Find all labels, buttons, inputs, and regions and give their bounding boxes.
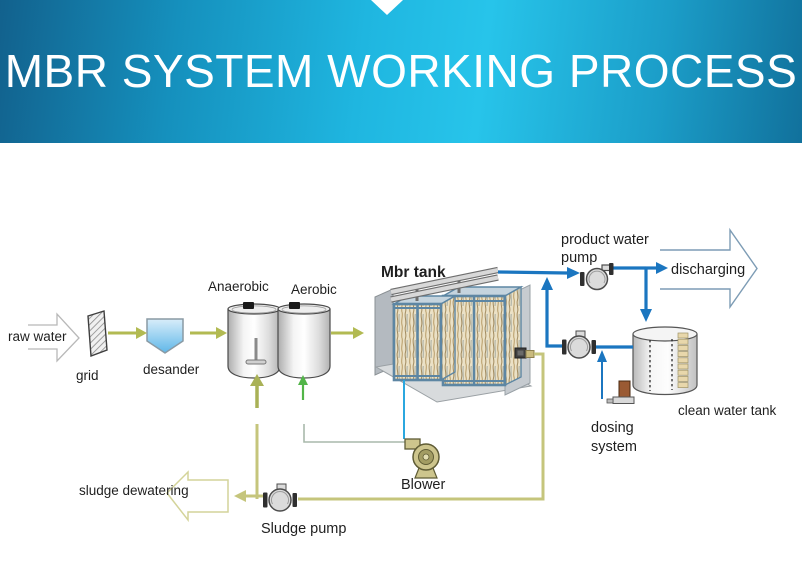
sludge-dewatering-arrow xyxy=(166,470,229,523)
label-desander: desander xyxy=(143,362,200,377)
tank-level-ladder xyxy=(677,332,689,388)
aerobic-tank xyxy=(277,302,331,379)
tank-cap xyxy=(289,302,300,309)
label-clean-water-tank: clean water tank xyxy=(678,403,777,418)
label-aerobic: Aerobic xyxy=(291,282,337,297)
membrane-cassette-1 xyxy=(391,294,458,382)
label-product-water-pump-2: pump xyxy=(561,250,597,266)
desander-funnel xyxy=(146,318,184,354)
label-anaerobic: Anaerobic xyxy=(208,279,269,294)
influent-flow-lines xyxy=(108,327,364,339)
label-product-water-pump-1: product water xyxy=(561,232,649,248)
sludge-lines xyxy=(234,352,545,502)
discharging-arrow xyxy=(660,227,758,310)
blower-icon xyxy=(404,438,440,479)
mbr-left-wall xyxy=(374,288,394,376)
label-discharging: discharging xyxy=(671,262,745,278)
title-banner: MBR SYSTEM WORKING PROCESS xyxy=(0,0,802,143)
tank-cap xyxy=(243,302,254,309)
banner-pointer-triangle-icon xyxy=(371,0,403,15)
sludge-pump-icon xyxy=(262,483,298,512)
aeration-rail xyxy=(390,266,499,303)
air-arrow-aerobic xyxy=(298,375,308,400)
mixer-paddle xyxy=(245,359,267,365)
product-water-lines xyxy=(497,262,668,399)
label-dosing-2: system xyxy=(591,439,637,455)
process-diagram: raw water grid desander Anaerobic Aerobi… xyxy=(8,227,777,537)
label-sludge-pump: Sludge pump xyxy=(261,521,346,537)
backwash-pump-icon xyxy=(561,330,597,359)
anaerobic-tank xyxy=(227,302,281,379)
dosing-unit xyxy=(606,380,635,404)
clean-water-tank xyxy=(632,326,698,396)
raw-water-arrow xyxy=(28,312,80,363)
mbr-tank xyxy=(374,266,535,403)
label-dosing-1: dosing xyxy=(591,420,634,436)
label-blower: Blower xyxy=(401,477,445,493)
label-raw-water: raw water xyxy=(8,329,67,344)
label-mbr-tank: Mbr tank xyxy=(381,264,446,281)
page-title: MBR SYSTEM WORKING PROCESS xyxy=(4,45,798,97)
label-sludge-dewatering: sludge dewatering xyxy=(79,483,189,498)
product-water-pump-icon xyxy=(579,262,615,291)
label-grid: grid xyxy=(76,368,99,383)
sludge-return-arrow xyxy=(250,374,264,408)
sludge-port xyxy=(525,350,535,358)
grid-screen xyxy=(87,310,108,357)
air-line-to-aerobic xyxy=(303,424,406,443)
